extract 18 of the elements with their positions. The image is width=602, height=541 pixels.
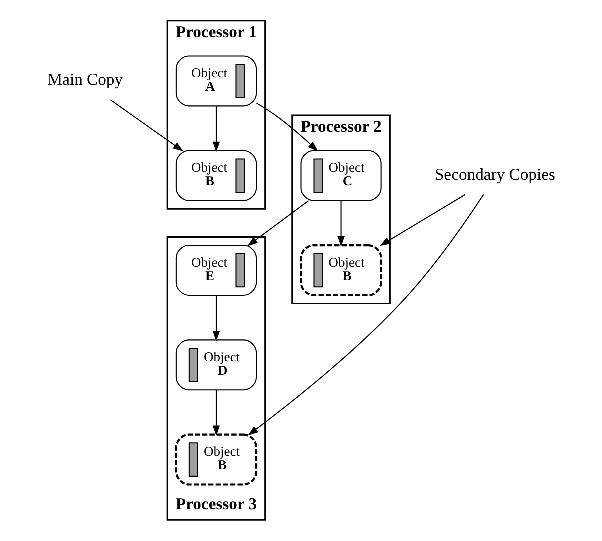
arrow [110,100,184,152]
node-box: Object A [175,56,257,107]
node-box: Object B [300,244,382,296]
arrow [256,102,318,152]
arrow [212,296,220,342]
node-box: Object E [175,245,257,296]
node-text: Main Copy [47,70,123,90]
arrow [248,194,484,436]
arrow [212,390,220,436]
arrow [337,201,344,247]
node-text: Secondary Copies [434,164,555,184]
arrow [212,106,220,152]
arrow [247,200,309,246]
node-box: Object B [175,150,257,202]
node-box: Object C [300,150,382,202]
arrow [379,194,466,246]
node-box: Object B [174,434,258,486]
node-box: Object D [175,340,257,391]
